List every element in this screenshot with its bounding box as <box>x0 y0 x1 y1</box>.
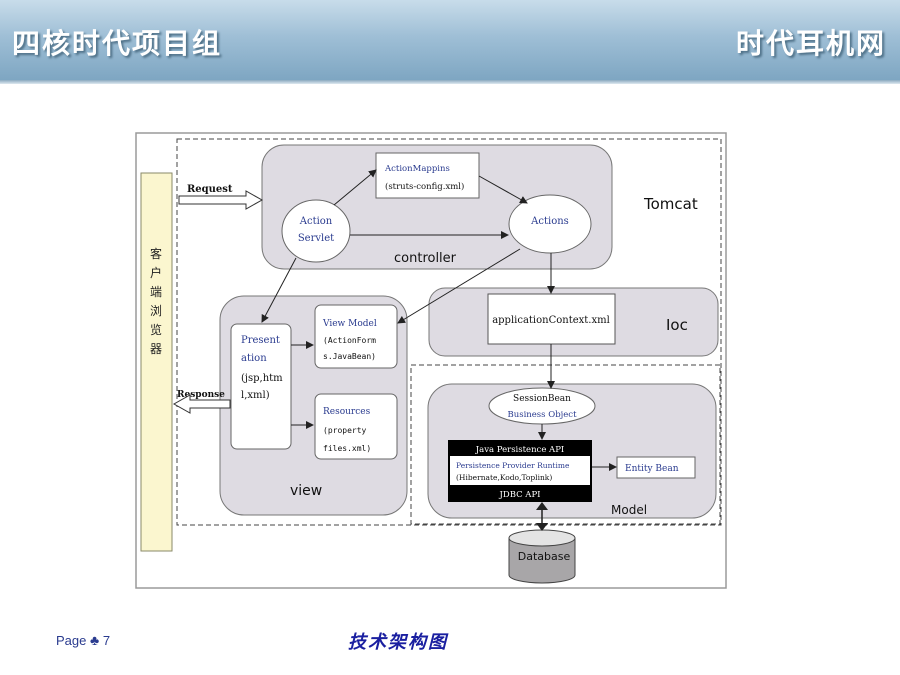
view-label: view <box>290 483 322 499</box>
resources-label-3: files.xml) <box>323 444 371 453</box>
database-node <box>508 529 576 584</box>
footer-caption: 技术架构图 <box>348 632 448 653</box>
model-container <box>410 364 721 525</box>
page-number-value: 7 <box>102 633 111 648</box>
application-context-label: applicationContext.xml <box>492 315 610 326</box>
client-browser-label: 客户端浏览器 <box>150 246 162 356</box>
jdbc-to-database-arrow <box>536 502 548 531</box>
request-label: Request <box>187 184 233 195</box>
entity-bean-box <box>616 456 696 479</box>
entity-bean-label: Entity Bean <box>625 464 679 474</box>
database-label: Database <box>518 550 571 563</box>
response-arrow <box>172 394 231 414</box>
action-servlet-label-1: Action <box>299 216 333 227</box>
club-icon: ♣ <box>90 632 100 648</box>
resources-box <box>314 393 398 460</box>
mappings-to-actions-arrow <box>478 175 528 204</box>
action-servlet-label-2: Servlet <box>298 233 334 244</box>
page-label: Page <box>56 633 87 648</box>
actions-node <box>508 194 592 254</box>
page-number: Page ♣ 7 <box>56 632 110 648</box>
application-context-box <box>487 293 616 345</box>
view-model-label-1: View Model <box>322 319 377 329</box>
tomcat-label: Tomcat <box>643 195 698 213</box>
action-mappings-file: (struts-config.xml) <box>385 181 464 192</box>
persistence-provider-impls: (Hibernate,Kodo,Toplink) <box>456 473 552 482</box>
presentation-label-4: l,xml) <box>241 390 270 401</box>
view-model-label-2: (ActionForm <box>323 336 376 345</box>
actions-label: Actions <box>530 216 569 227</box>
servlet-to-mappings-arrow <box>333 169 377 206</box>
tomcat-container <box>176 138 722 526</box>
java-persistence-api-label: Java Persistence API <box>475 445 565 455</box>
request-arrow <box>178 190 264 210</box>
presentation-label-1: Present <box>241 335 280 346</box>
header-bar: 四核时代项目组 时代耳机网 <box>0 0 900 80</box>
header-title-left: 四核时代项目组 <box>12 27 223 60</box>
ioc-label: Ioc <box>666 316 688 334</box>
action-mappings-box <box>375 152 480 199</box>
resources-label-2: (property <box>323 426 367 435</box>
response-label: Response <box>177 390 225 400</box>
servlet-to-presentation-arrow <box>261 257 297 323</box>
resources-label-1: Resources <box>323 407 371 417</box>
client-browser-bar <box>140 172 173 552</box>
header-title-right: 时代耳机网 <box>735 27 886 60</box>
actions-to-viewmodel-arrow <box>397 248 521 324</box>
persistence-provider-box <box>450 456 590 485</box>
presentation-label-3: (jsp,htm <box>241 373 283 384</box>
model-label: Model <box>611 503 647 517</box>
controller-label: controller <box>394 251 457 266</box>
header-divider <box>0 80 900 84</box>
persistence-provider-label: Persistence Provider Runtime <box>456 461 570 470</box>
action-mappings-title: ActionMappins <box>384 164 450 174</box>
action-servlet-node <box>281 199 351 263</box>
business-object-label: Business Object <box>508 410 578 420</box>
session-bean-label: SessionBean <box>513 394 571 404</box>
presentation-label-2: ation <box>241 353 267 364</box>
view-model-box <box>314 304 398 369</box>
view-model-label-3: s.JavaBean) <box>323 352 376 361</box>
jdbc-api-label: JDBC API <box>498 490 540 500</box>
presentation-box <box>230 323 292 450</box>
